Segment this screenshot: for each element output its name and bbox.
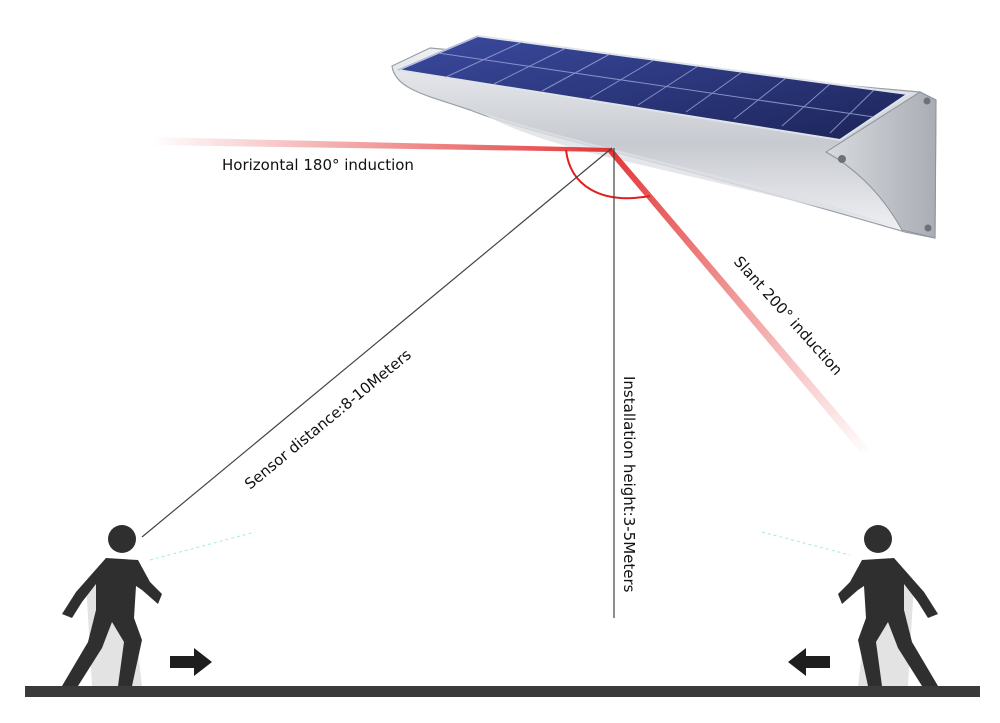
- induction-beams: [150, 137, 870, 454]
- horizontal-induction-label: Horizontal 180° induction: [222, 156, 414, 174]
- solar-wall-lamp-icon: [391, 34, 937, 239]
- ground-line: [25, 686, 980, 697]
- motion-trace-left: [149, 531, 256, 561]
- solar-panel-grid: [397, 35, 875, 134]
- walking-person-icon: [838, 525, 938, 686]
- screw-icon: [924, 224, 932, 232]
- horizontal-beam: [150, 137, 612, 152]
- sensor-distance-line: [141, 147, 613, 538]
- slant-beam: [608, 148, 870, 454]
- lamp-lens: [480, 112, 900, 228]
- motion-trace-right: [761, 531, 851, 556]
- direction-arrow-icon: [788, 648, 830, 676]
- walking-person-icon: [62, 525, 162, 686]
- installation-height-label: Installation height:3-5Meters: [620, 376, 638, 593]
- induction-angle-arc: [565, 149, 651, 200]
- sensor-distance-label: Sensor distance:8-10Meters: [241, 345, 415, 493]
- screw-icon: [838, 155, 846, 163]
- direction-arrow-icon: [170, 648, 212, 676]
- screw-icon: [923, 97, 931, 105]
